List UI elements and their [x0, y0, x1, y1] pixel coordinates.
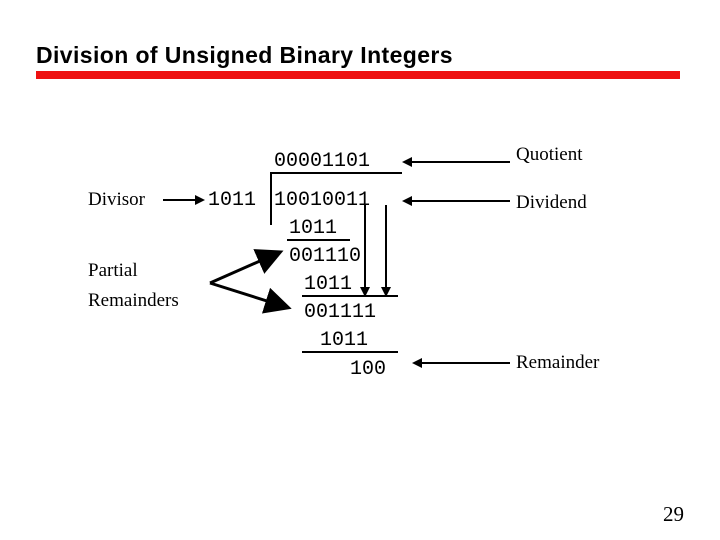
divisor-digits: 1011 [208, 189, 257, 212]
step-2-rule [302, 295, 398, 297]
step-1-rule [287, 239, 350, 241]
dividend-digits: 10010011 [274, 189, 371, 212]
quotient-arrow-head [402, 157, 412, 167]
quotient-digits: 00001101 [274, 150, 371, 173]
bring-down-arrow-2-head [381, 287, 391, 297]
bring-down-arrow-2-shaft [385, 205, 387, 291]
final-remainder-digits: 100 [350, 358, 387, 381]
quotient-callout-label: Quotient [516, 144, 583, 165]
remainder-arrow-head [412, 358, 422, 368]
quotient-arrow-shaft [412, 161, 510, 163]
division-bracket-stroke [270, 172, 272, 225]
partial-remainders-callout-line2: Remainders [88, 290, 179, 311]
partial-remainder-2: 001111 [304, 301, 377, 324]
step-3-rule [302, 351, 398, 353]
remainder-callout-label: Remainder [516, 352, 600, 373]
remainder-arrow-shaft [422, 362, 510, 364]
division-vinculum [270, 172, 402, 174]
step-1-subtrahend: 1011 [289, 217, 338, 240]
partial-remainder-1: 001110 [289, 245, 362, 268]
bring-down-arrow-1-shaft [364, 205, 366, 291]
dividend-callout-label: Dividend [516, 192, 587, 213]
page-number: 29 [663, 502, 684, 526]
step-2-subtrahend: 1011 [304, 273, 353, 296]
bring-down-arrow-1-head [360, 287, 370, 297]
page-title: Division of Unsigned Binary Integers [36, 42, 453, 68]
divisor-callout-label: Divisor [88, 189, 145, 210]
divisor-arrow-shaft [163, 199, 197, 201]
title-underline-rule [36, 71, 680, 79]
divisor-arrow-head [195, 195, 205, 205]
dividend-arrow-head [402, 196, 412, 206]
dividend-arrow-shaft [412, 200, 510, 202]
partial-remainders-callout-line1: Partial [88, 260, 138, 281]
step-3-subtrahend: 1011 [320, 329, 369, 352]
